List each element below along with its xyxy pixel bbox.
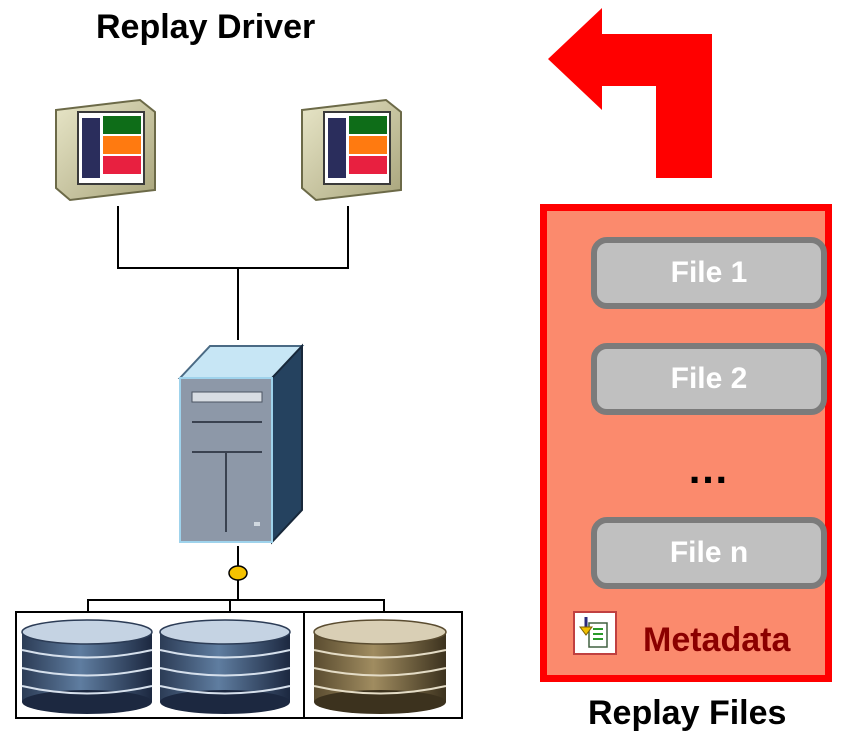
metadata-label: Metadata [643,621,791,659]
replay-files-panel: File 1 File 2 … File n Metadata [540,204,832,682]
return-arrow-icon [548,8,712,178]
metadata-file-icon [573,611,617,655]
file-item[interactable]: File 2 [591,343,827,415]
ellipsis-label: … [687,445,731,492]
client-monitor-icon [301,98,402,202]
replay-driver-title: Replay Driver [96,8,316,46]
disk-storage-icon [159,619,291,714]
file-item[interactable]: File n [591,517,827,589]
replay-files-title: Replay Files [588,694,787,732]
disk-storage-icon [313,619,447,714]
server-tower-icon [177,343,305,545]
storage-enclosure [15,611,463,719]
disk-storage-icon [21,619,153,714]
client-monitor-icon [55,98,156,202]
network-connectors [117,206,349,340]
file-item[interactable]: File 1 [591,237,827,309]
storage-connector [87,546,385,612]
